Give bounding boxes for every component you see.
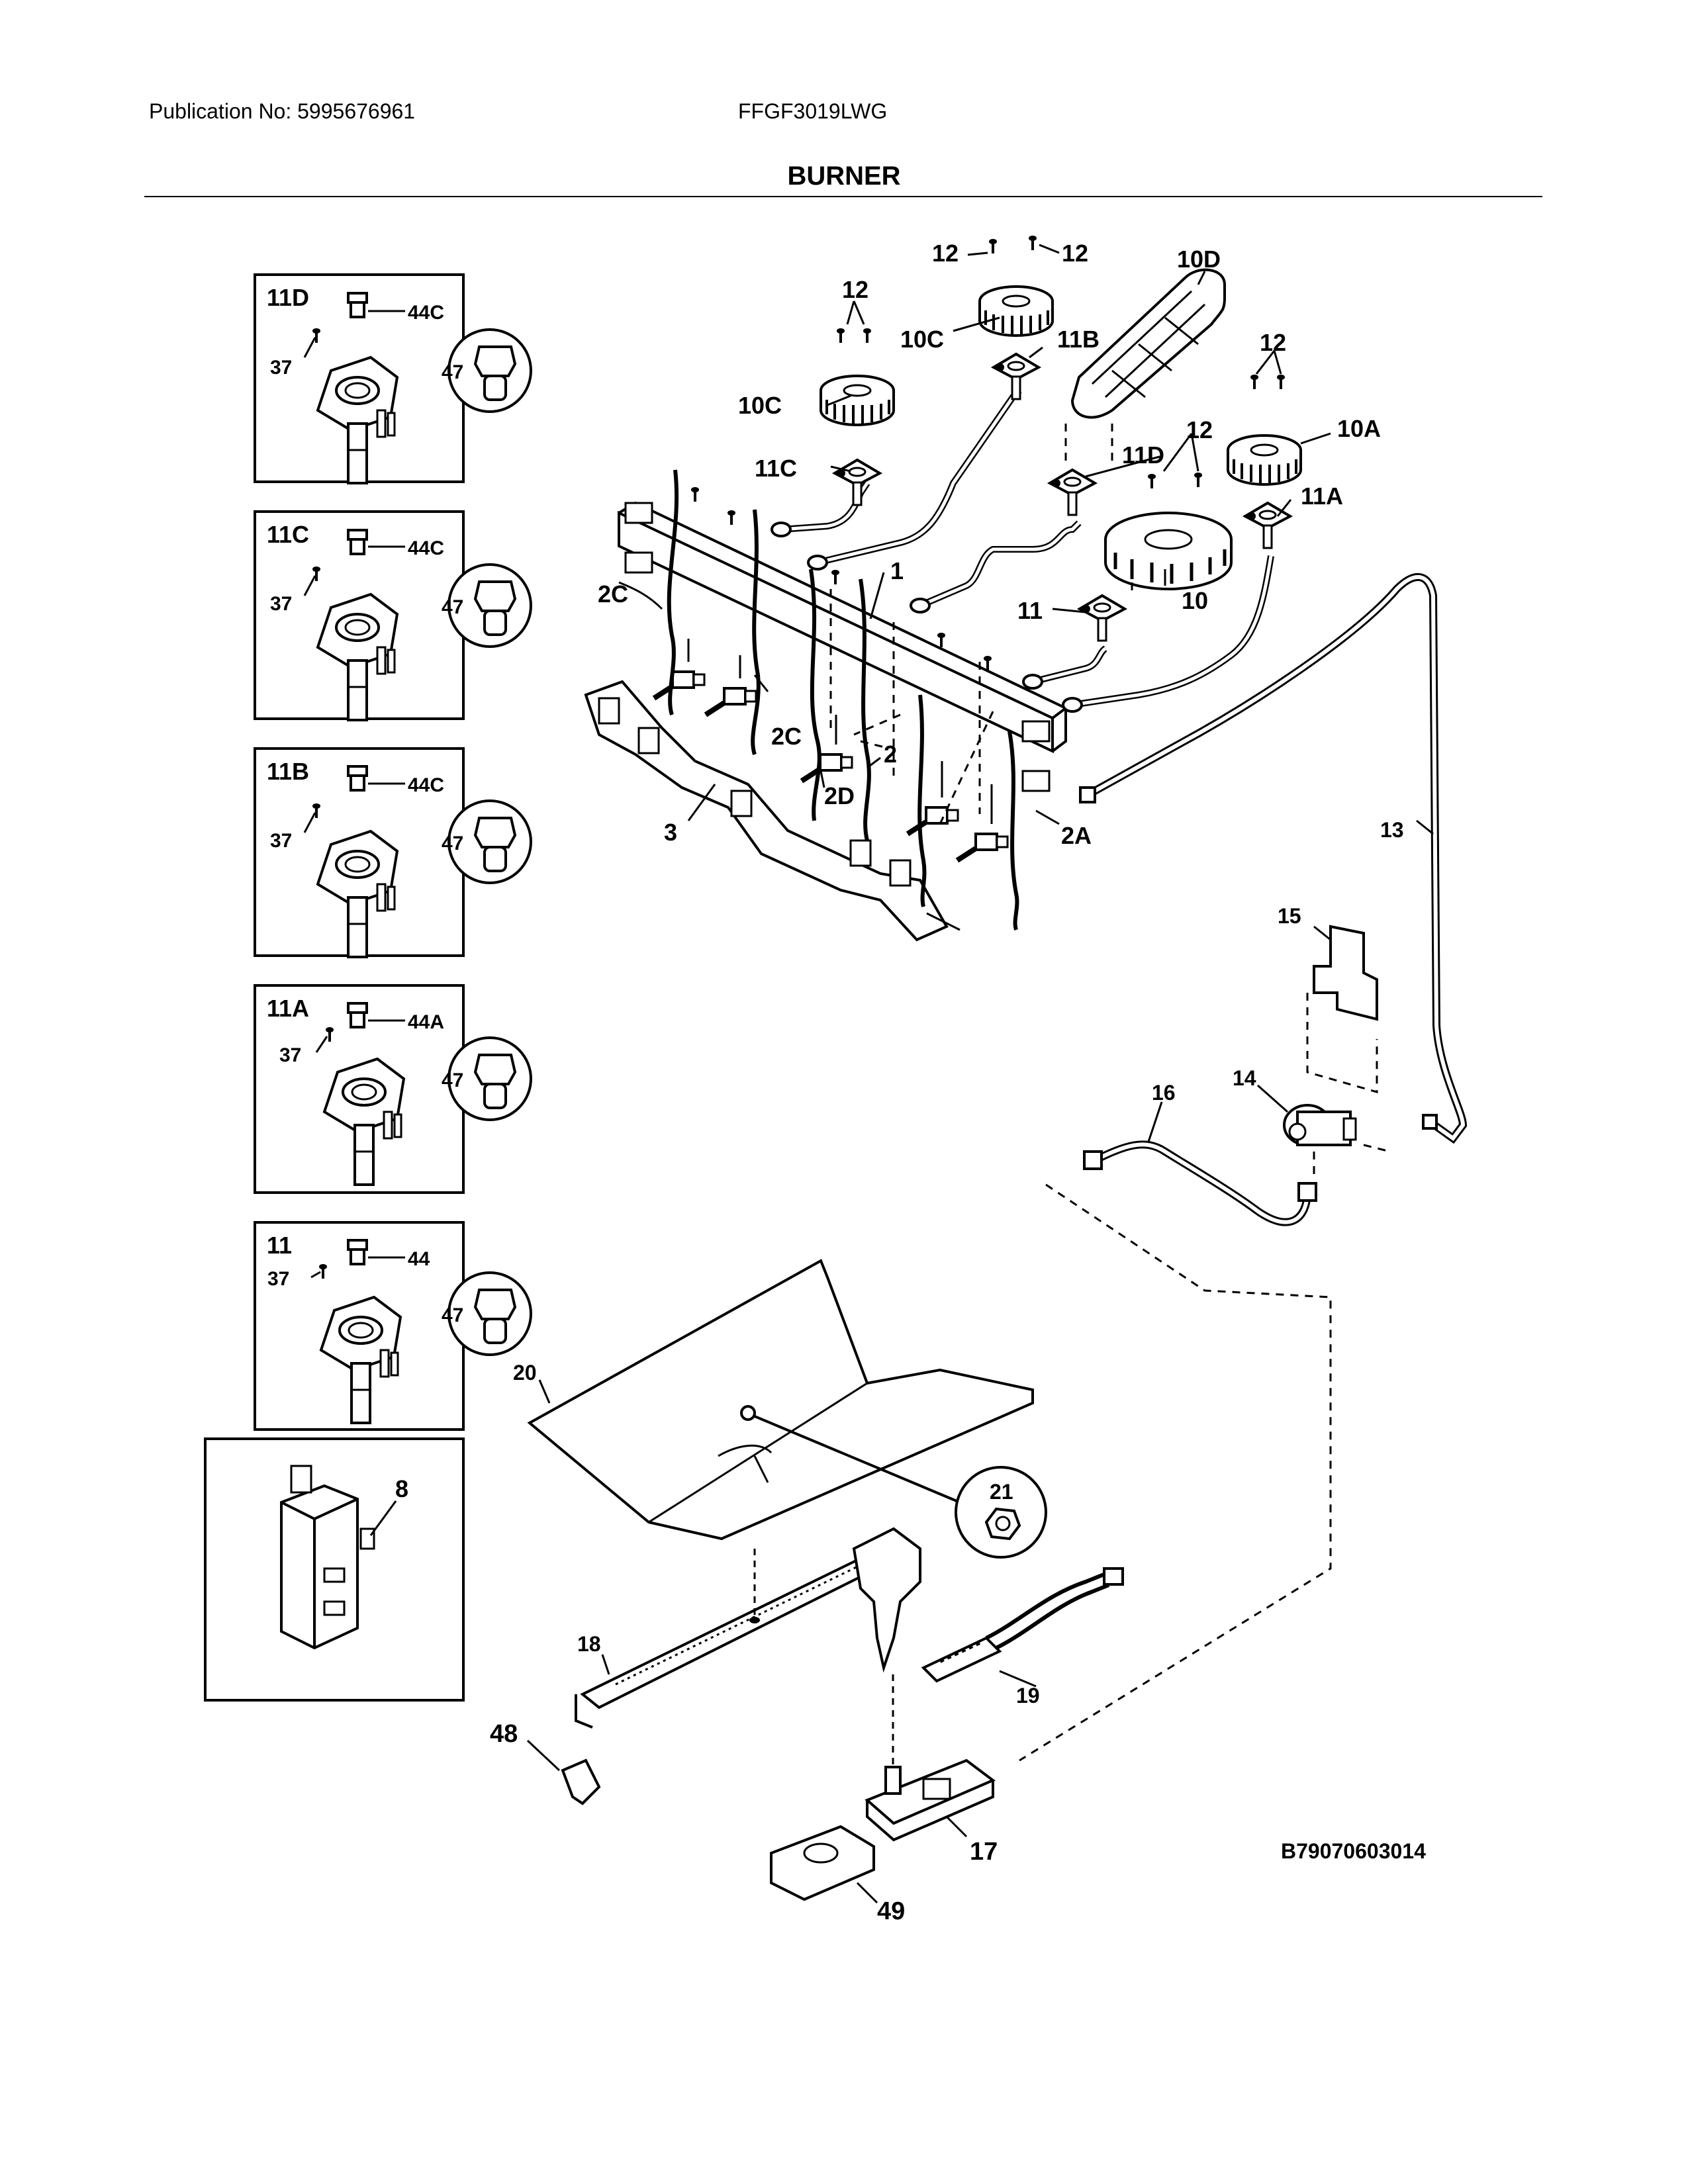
callout-2c: 2C (598, 580, 628, 608)
callout-19: 19 (1016, 1684, 1040, 1707)
publication-number: Publication No: 5995676961 (149, 99, 416, 123)
callout-12: 12 (842, 276, 868, 303)
callout-11d: 11D (1122, 441, 1164, 469)
inset-title: 11D (267, 284, 309, 311)
callout-10: 10 (1182, 587, 1208, 614)
manifold-assembly (584, 388, 1468, 1144)
model-number: FFGF3019LWG (738, 99, 888, 123)
section-title: BURNER (787, 161, 901, 191)
callout-12: 12 (1186, 416, 1213, 443)
inset-11d: 11D 44C 37 47 (254, 273, 532, 484)
inset-label: 47 (442, 1304, 463, 1326)
inset-label: 47 (442, 596, 463, 618)
inset-label: 37 (270, 357, 292, 379)
callout-10c: 10C (900, 326, 944, 353)
inset-label: 47 (442, 361, 463, 383)
inset-title: 11 (267, 1232, 292, 1259)
diagram-code: B79070603014 (1281, 1839, 1426, 1863)
callout-16: 16 (1152, 1081, 1176, 1105)
inset-label: 8 (395, 1475, 408, 1502)
callout-49: 49 (877, 1897, 905, 1925)
callout-11c: 11C (755, 455, 797, 482)
inset-title: 11A (267, 995, 309, 1022)
callout-2a: 2A (1061, 822, 1092, 849)
inset-label: 44C (408, 774, 444, 796)
inset-label: 44 (408, 1248, 430, 1270)
inset-11: 11 44 37 47 (254, 1221, 532, 1431)
callout-10c: 10C (738, 392, 782, 419)
inset-label: 44A (408, 1011, 444, 1033)
inset-title: 11B (267, 758, 309, 785)
inset-11a: 11A 44A 37 47 (254, 984, 532, 1194)
callout-21: 21 (990, 1480, 1013, 1504)
inset-title: 11C (267, 521, 309, 548)
leader-lines (526, 244, 1434, 1904)
callout-11a: 11A (1301, 482, 1343, 510)
header-rule (144, 196, 1542, 197)
callout-2d: 2D (824, 782, 855, 809)
callout-48: 48 (490, 1720, 518, 1748)
callout-14: 14 (1233, 1066, 1256, 1090)
inset-label: 37 (279, 1044, 301, 1066)
callout-20: 20 (513, 1361, 537, 1385)
callout-labels: 12 12 12 12 12 10D 10C 11B 10C 11C 10A 1… (490, 240, 1426, 1925)
callout-3: 3 (664, 819, 677, 846)
lower-assembly (527, 925, 1391, 1901)
callout-17: 17 (970, 1838, 998, 1866)
inset-label: 37 (270, 593, 292, 615)
callout-11: 11 (1017, 597, 1043, 624)
callout-1: 1 (890, 557, 904, 584)
inset-label: 47 (442, 1069, 463, 1091)
inset-label: 44C (408, 537, 444, 559)
inset-label: 47 (442, 833, 463, 854)
inset-11c: 11C 44C 37 47 (254, 510, 532, 721)
callout-11b: 11B (1057, 326, 1100, 353)
callout-13: 13 (1380, 818, 1404, 842)
inset-label: 37 (270, 830, 292, 852)
inset-label: 44C (408, 302, 444, 324)
inset-11b: 11B 44C 37 47 (254, 747, 532, 958)
inset-label: 37 (267, 1268, 289, 1290)
callout-2: 2 (884, 741, 897, 768)
callout-10a: 10A (1337, 415, 1381, 442)
callout-15: 15 (1278, 904, 1301, 928)
inset-spark-module: 8 (204, 1437, 465, 1702)
callout-12: 12 (1260, 329, 1286, 356)
callout-12: 12 (932, 240, 959, 267)
callout-18: 18 (577, 1632, 601, 1656)
callout-10d: 10D (1177, 246, 1221, 273)
callout-12: 12 (1062, 240, 1088, 267)
callout-2c: 2C (771, 723, 802, 750)
burner-heads (820, 234, 1302, 642)
